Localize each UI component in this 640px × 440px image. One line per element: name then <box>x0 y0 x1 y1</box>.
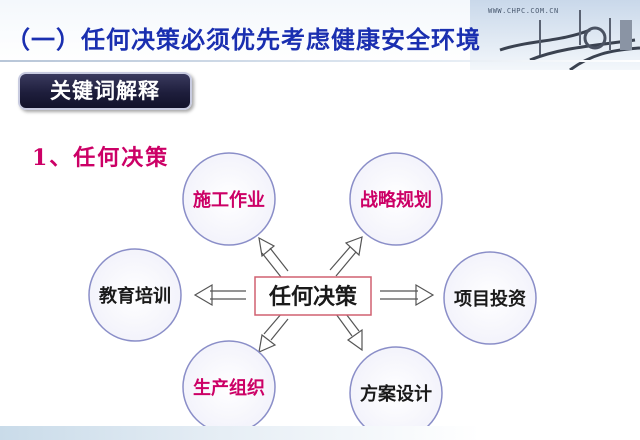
arrow-to-strategy <box>329 236 363 277</box>
arrow-to-construction <box>258 236 289 278</box>
node-circle-training <box>88 248 182 342</box>
node-label-strategy: 战略规划 <box>360 189 432 211</box>
node-circle-construction <box>182 152 276 246</box>
arrow-to-investment <box>380 283 435 307</box>
keyword-banner: 关键词解释 <box>18 72 192 110</box>
center-label: 任何决策 <box>268 284 358 310</box>
node-circle-strategy <box>349 152 443 246</box>
header-divider <box>0 60 640 62</box>
node-label-investment: 项目投资 <box>454 288 526 310</box>
footer-band <box>0 426 640 440</box>
arrow-to-training <box>193 283 246 307</box>
node-label-design: 方案设计 <box>360 383 432 405</box>
slide-title: （一）任何决策必须优先考虑健康安全环境 <box>6 26 481 54</box>
node-circle-investment <box>443 251 537 345</box>
node-label-training: 教育培训 <box>99 285 171 307</box>
center-box <box>254 276 372 316</box>
arrow-to-design <box>335 309 363 352</box>
section-heading: 1、任何决策 <box>32 145 170 171</box>
node-label-production: 生产组织 <box>193 377 265 399</box>
header-photo <box>470 0 640 70</box>
site-url-watermark: WWW.CHPC.COM.CN <box>488 7 559 15</box>
node-label-construction: 施工作业 <box>193 189 265 211</box>
arrow-to-production <box>258 312 289 353</box>
